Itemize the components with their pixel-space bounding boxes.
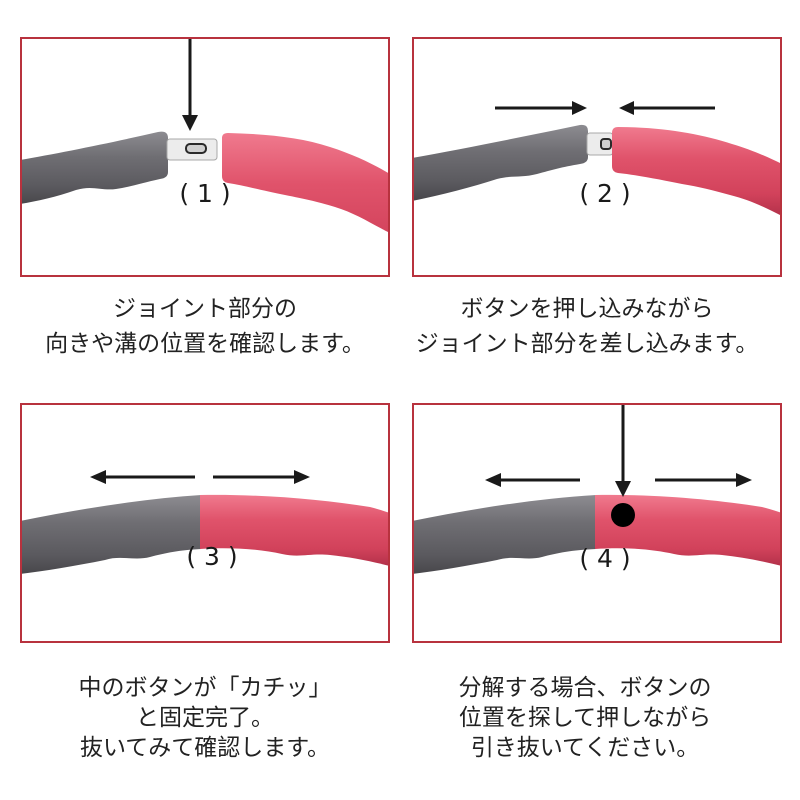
caption-line: 位置を探して押しながら — [458, 705, 712, 731]
step-panel-3: ( 3 ) — [20, 403, 390, 643]
arrow-left-icon — [90, 470, 195, 484]
step-label: ( 1 ) — [179, 179, 230, 208]
caption-line: 向きや溝の位置を確認します。 — [45, 331, 365, 357]
arrow-down-icon — [615, 403, 631, 497]
red-tube — [200, 494, 390, 566]
caption-line: ボタンを押し込みながら — [460, 296, 714, 322]
gray-tube — [20, 131, 168, 204]
gray-tube — [412, 124, 588, 201]
step-4-illustration: ( 4 ) — [412, 403, 782, 574]
caption-line: と固定完了。 — [136, 705, 274, 731]
red-tube — [595, 494, 782, 566]
connector-button-slot — [185, 143, 207, 154]
arrow-right-icon — [655, 473, 752, 487]
connector-button-slot — [600, 138, 612, 150]
gray-tube — [20, 495, 201, 574]
arrow-left-icon — [619, 101, 715, 115]
caption-line: ジョイント部分の — [113, 296, 297, 322]
step-label: ( 2 ) — [579, 179, 630, 208]
caption-line: 引き抜いてください。 — [470, 735, 700, 761]
arrow-down-icon — [182, 39, 198, 131]
arrow-left-icon — [485, 473, 580, 487]
red-tube — [612, 127, 782, 216]
step-panel-4: ( 4 ) — [412, 403, 782, 643]
step-label: ( 3 ) — [186, 542, 237, 571]
step-1-illustration: ( 1 ) — [20, 39, 390, 277]
red-tube — [222, 133, 390, 277]
step-panel-2: ( 2 ) — [412, 37, 782, 277]
step-4-caption: 分解する場合、ボタンの 位置を探して押しながら 引き抜いてください。 — [400, 673, 770, 763]
arrow-right-icon — [213, 470, 310, 484]
step-3-illustration: ( 3 ) — [20, 470, 390, 574]
step-label: ( 4 ) — [579, 544, 630, 573]
caption-line: 抜いてみて確認します。 — [79, 735, 330, 761]
step-2-illustration: ( 2 ) — [412, 101, 782, 216]
step-2-caption: ボタンを押し込みながら ジョイント部分を差し込みます。 — [402, 292, 772, 362]
caption-line: ジョイント部分を差し込みます。 — [415, 331, 759, 357]
step-3-caption: 中のボタンが「カチッ」 と固定完了。 抜いてみて確認します。 — [20, 673, 390, 763]
caption-line: 分解する場合、ボタンの — [458, 675, 712, 701]
arrow-right-icon — [495, 101, 587, 115]
step-panel-1: ( 1 ) — [20, 37, 390, 277]
caption-line: 中のボタンが「カチッ」 — [78, 675, 332, 701]
release-button-dot — [611, 503, 635, 527]
step-1-caption: ジョイント部分の 向きや溝の位置を確認します。 — [20, 292, 390, 362]
gray-tube — [412, 495, 596, 574]
